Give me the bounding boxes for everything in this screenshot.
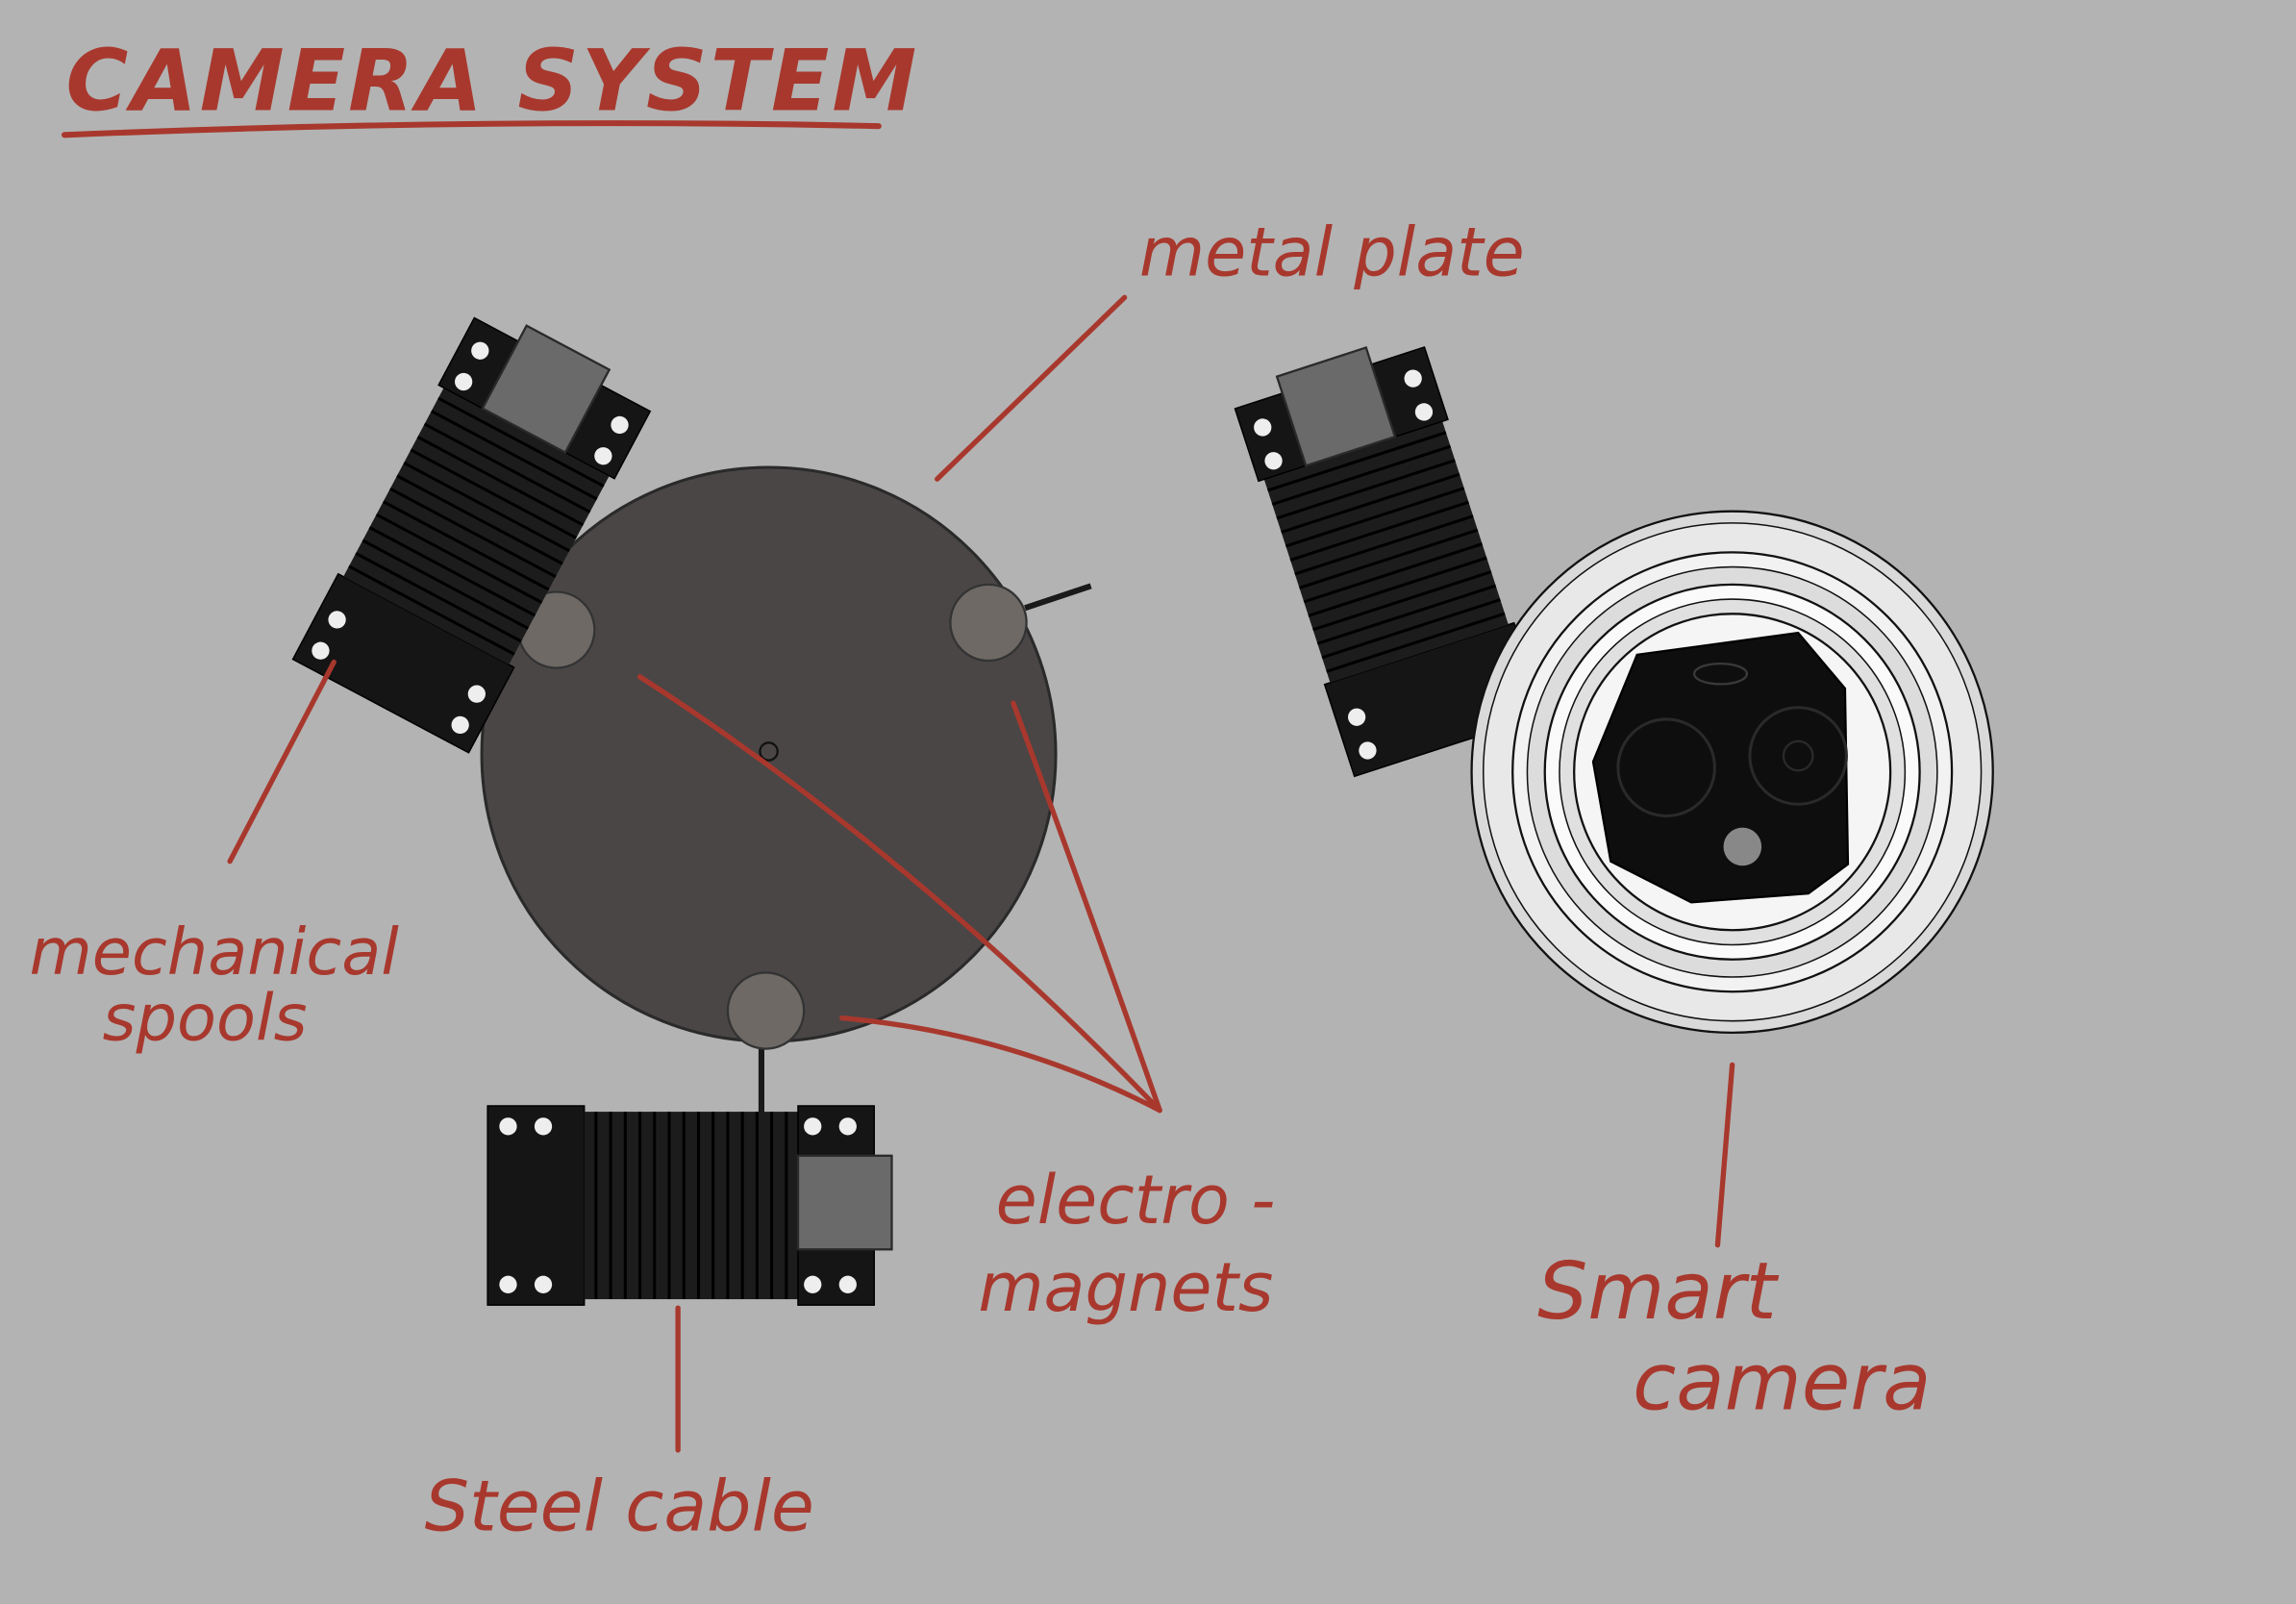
label-electromagnets-1: electro -	[996, 1161, 1276, 1240]
diagram-title: CAMERA SYSTEM	[66, 31, 920, 130]
leader-electromagnet-right	[1011, 700, 1162, 1114]
electromagnet-bottom	[726, 971, 806, 1050]
plate-center-hole	[759, 741, 779, 762]
camera-lens-right	[1748, 706, 1848, 806]
label-smart-camera-2: camera	[1633, 1337, 1931, 1428]
leader-mechanical-spools	[227, 659, 337, 865]
camera-lens-right-inner	[1782, 739, 1814, 772]
mechanical-spool-bottom	[486, 1104, 894, 1307]
label-metal-plate: metal plate	[1139, 213, 1525, 291]
camera-mic-grille	[1692, 662, 1749, 686]
label-mechanical-spools-2: spools	[103, 980, 308, 1055]
label-electromagnets-2: magnets	[978, 1248, 1273, 1327]
leader-electromagnet-left	[636, 674, 1162, 1114]
camera-lens-left	[1616, 717, 1716, 817]
electromagnet-right	[949, 583, 1028, 663]
camera-lens-housing	[1591, 631, 1850, 904]
label-steel-cable: Steel cable	[425, 1466, 814, 1548]
label-mechanical-spools-1: mechanical	[29, 915, 399, 990]
camera-sensor	[1723, 827, 1762, 866]
steel-cable-right	[1024, 583, 1092, 612]
label-smart-camera-1: Smart	[1537, 1246, 1779, 1338]
title-underline	[61, 120, 882, 138]
smart-camera	[1470, 510, 1994, 1035]
leader-electromagnet-bottom	[839, 1015, 1162, 1114]
leader-metal-plate	[935, 294, 1128, 482]
leader-smart-camera	[1714, 1062, 1735, 1248]
